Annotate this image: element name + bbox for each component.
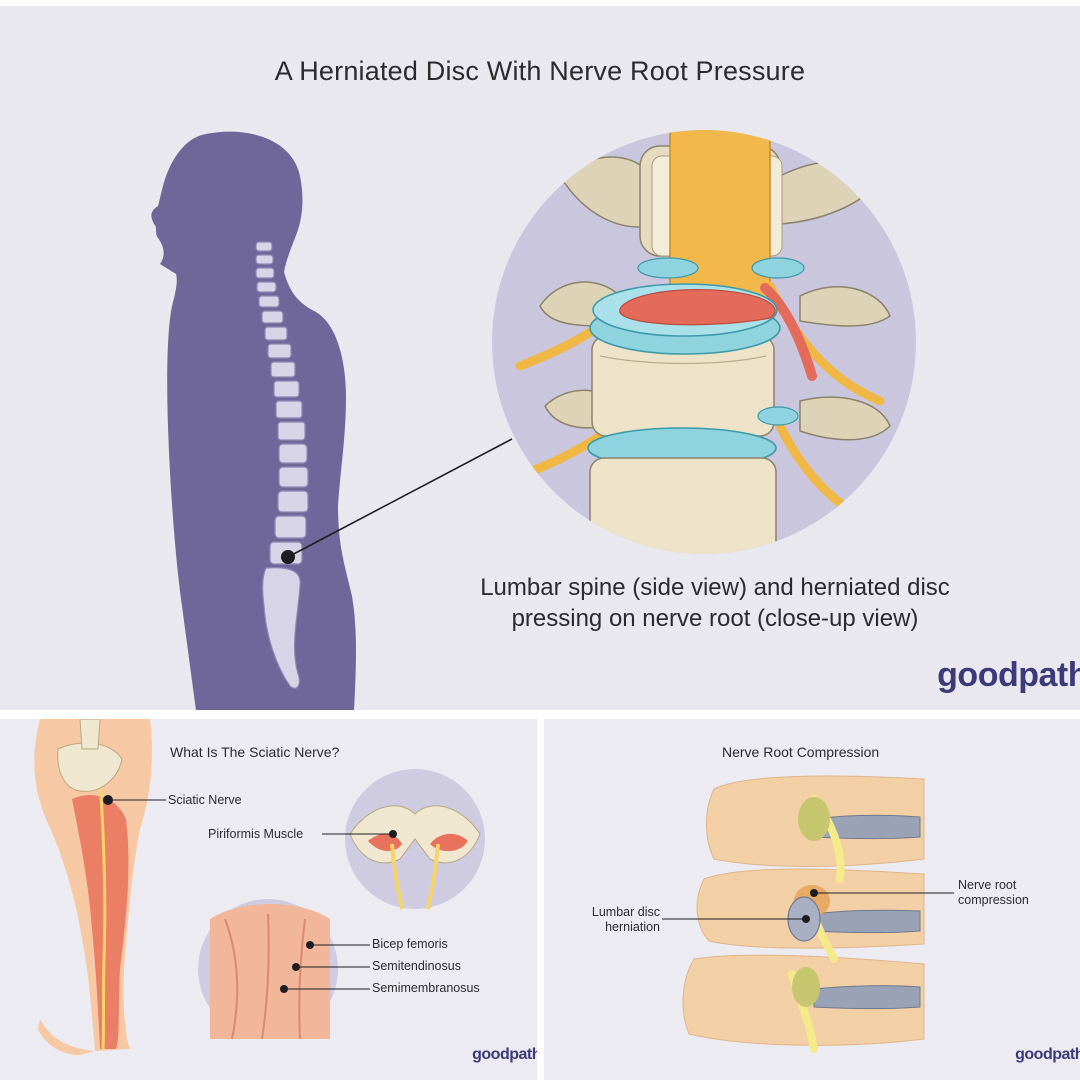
label-nerve-root-compression: Nerve root compression	[958, 878, 1029, 908]
caption-line-2: pressing on nerve root (close-up view)	[511, 605, 919, 632]
label-lumbar-disc-herniation: Lumbar disc herniation	[580, 905, 660, 935]
spine-column	[255, 241, 309, 565]
sciatic-nerve-panel: What Is The Sciatic Nerve? Sciatic Nerve…	[0, 719, 537, 1080]
goodpath-logo: goodpath	[1015, 1046, 1080, 1063]
label-bicep-femoris: Bicep femoris	[372, 937, 448, 951]
vertebra	[256, 281, 277, 293]
closeup-vertebrae	[515, 130, 891, 554]
main-title: A Herniated Disc With Nerve Root Pressur…	[274, 56, 806, 86]
label-semitendinosus: Semitendinosus	[372, 959, 461, 973]
vertebra	[270, 361, 296, 378]
caption-line-1: Lumbar spine (side view) and herniated d…	[480, 574, 950, 601]
main-illustration	[151, 130, 916, 710]
label-line: Nerve root	[958, 878, 1017, 892]
vertebra	[255, 254, 274, 265]
vertebra	[264, 326, 288, 341]
vertebra	[277, 490, 309, 513]
label-line: herniation	[605, 920, 660, 934]
compression-illustration	[662, 775, 954, 1053]
vertebra	[255, 241, 273, 252]
vertebra	[278, 466, 309, 488]
sciatic-title: What Is The Sciatic Nerve?	[170, 744, 340, 760]
compression-title: Nerve Root Compression	[722, 744, 880, 760]
nerve-compression-panel: Nerve Root Compression Nerve root compre…	[544, 719, 1080, 1080]
vertebra	[273, 380, 300, 398]
vertebra	[277, 421, 306, 441]
pointer-dot	[281, 550, 295, 564]
label-line: Lumbar disc	[591, 905, 660, 919]
goodpath-logo: goodpath	[472, 1046, 537, 1063]
sciatic-illustration	[34, 719, 485, 1055]
vertebra	[267, 343, 292, 359]
label-sciatic-nerve: Sciatic Nerve	[168, 793, 242, 807]
vertebra	[255, 267, 275, 279]
vertebra	[258, 295, 280, 308]
label-line: compression	[958, 893, 1029, 907]
pointer-line	[287, 438, 513, 558]
vertebra	[278, 443, 308, 464]
human-silhouette	[151, 131, 356, 710]
label-piriformis-muscle: Piriformis Muscle	[208, 827, 304, 841]
vertebra	[261, 310, 284, 324]
sacrum	[262, 567, 301, 689]
vertebra	[275, 400, 303, 419]
goodpath-logo: goodpath	[937, 656, 1080, 694]
herniated-disc-panel: A Herniated Disc With Nerve Root Pressur…	[0, 6, 1080, 710]
main-caption: Lumbar spine (side view) and herniated d…	[390, 572, 1040, 634]
label-semimembranosus: Semimembranosus	[372, 981, 480, 995]
vertebra	[274, 515, 307, 539]
